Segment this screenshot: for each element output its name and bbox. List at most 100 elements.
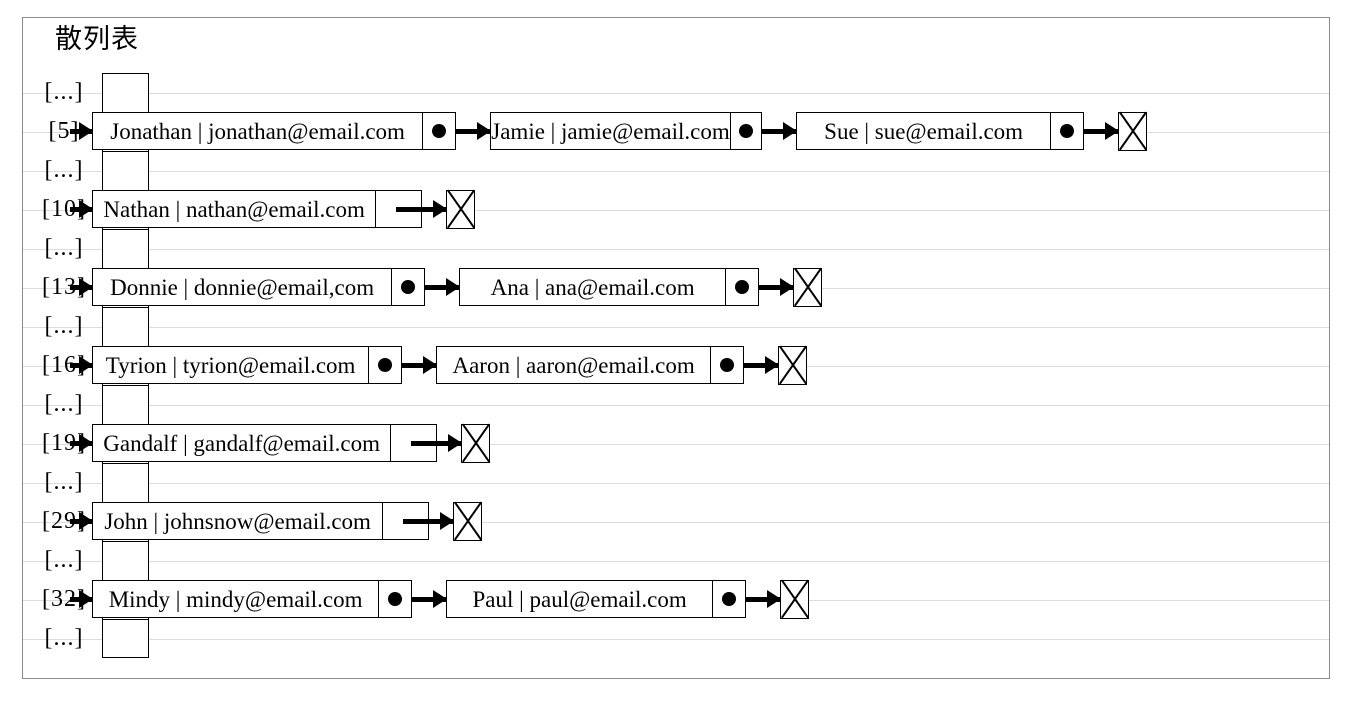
node-value: John | johnsnow@email.com: [104, 508, 371, 534]
arrow-icon: [403, 502, 454, 540]
node-next-pointer-cell: [382, 503, 428, 539]
arrow-icon: [70, 580, 93, 618]
arrow-icon: [456, 112, 491, 150]
arrow-icon: [744, 346, 779, 384]
arrow-icon: [746, 580, 781, 618]
arrow-icon: [70, 268, 93, 306]
arrow-icon: [70, 502, 93, 540]
bucket-slot-empty: [102, 463, 149, 502]
node-value: Gandalf | gandalf@email.com: [103, 430, 381, 456]
node-next-pointer-cell: [378, 581, 411, 617]
null-terminator-icon: [1118, 111, 1147, 151]
grid-line: [23, 639, 1329, 640]
bucket-slot-empty: [102, 73, 149, 112]
node-next-pointer-cell: [710, 347, 743, 383]
hash-table-diagram: 散列表 [...][5][...][10][...][13][...][16][…: [22, 17, 1330, 679]
grid-line: [23, 249, 1329, 250]
bucket-index-label: [...]: [44, 469, 84, 495]
node-next-pointer-cell: [730, 113, 761, 149]
bucket-slot-empty: [102, 619, 149, 658]
list-node: Ana | ana@email.com: [459, 268, 759, 306]
bucket-slot-empty: [102, 385, 149, 424]
pointer-dot-icon: [720, 358, 735, 372]
list-node: Jonathan | jonathan@email.com: [92, 112, 456, 150]
bucket-chain: Donnie | donnie@email,com Ana | ana@email…: [70, 267, 822, 307]
arrow-icon: [70, 346, 93, 384]
arrow-icon: [70, 190, 93, 228]
pointer-dot-icon: [1060, 124, 1075, 138]
arrow-icon: [396, 190, 447, 228]
node-next-pointer-cell: [1050, 113, 1083, 149]
node-next-pointer-cell: [368, 347, 401, 383]
list-node: Nathan | nathan@email.com: [92, 190, 422, 228]
grid-line: [23, 483, 1329, 484]
list-node: Gandalf | gandalf@email.com: [92, 424, 437, 462]
pointer-dot-icon: [388, 592, 403, 606]
null-terminator-icon: [778, 345, 807, 385]
bucket-chain: Mindy | mindy@email.com Paul | paul@email…: [70, 579, 809, 619]
list-node: John | johnsnow@email.com: [92, 502, 429, 540]
grid-line: [23, 405, 1329, 406]
node-next-pointer-cell: [422, 113, 455, 149]
pointer-dot-icon: [401, 280, 416, 294]
grid-line: [23, 327, 1329, 328]
node-value: Mindy | mindy@email.com: [108, 586, 363, 612]
list-node: Jamie | jamie@email.com: [490, 112, 762, 150]
null-terminator-icon: [446, 189, 475, 229]
bucket-slot-empty: [102, 151, 149, 190]
node-next-pointer-cell: [725, 269, 758, 305]
list-node: Mindy | mindy@email.com: [92, 580, 412, 618]
arrow-icon: [70, 112, 93, 150]
bucket-slot-empty: [102, 541, 149, 580]
node-value: Paul | paul@email.com: [472, 586, 687, 612]
grid-line: [23, 93, 1329, 94]
null-terminator-icon: [780, 579, 809, 619]
bucket-chain: Nathan | nathan@email.com: [70, 189, 475, 229]
bucket-index-label: [...]: [44, 79, 84, 105]
diagram-title: 散列表: [55, 24, 139, 55]
bucket-index-label: [...]: [44, 391, 84, 417]
node-next-pointer-cell: [390, 425, 436, 461]
grid-line: [23, 522, 1329, 523]
list-node: Sue | sue@email.com: [796, 112, 1084, 150]
node-next-pointer-cell: [375, 191, 421, 227]
list-node: Paul | paul@email.com: [446, 580, 746, 618]
bucket-chain: Tyrion | tyrion@email.com Aaron | aaron@e…: [70, 345, 807, 385]
list-node: Aaron | aaron@email.com: [436, 346, 744, 384]
arrow-icon: [762, 112, 797, 150]
node-next-pointer-cell: [712, 581, 745, 617]
arrow-icon: [412, 580, 447, 618]
node-next-pointer-cell: [391, 269, 424, 305]
node-value: Ana | ana@email.com: [490, 274, 695, 300]
bucket-index-label: [...]: [44, 547, 84, 573]
bucket-index-label: [...]: [44, 625, 84, 651]
pointer-dot-icon: [722, 592, 737, 606]
pointer-dot-icon: [432, 124, 447, 138]
grid-line: [23, 561, 1329, 562]
list-node: Donnie | donnie@email,com: [92, 268, 425, 306]
node-value: Aaron | aaron@email.com: [452, 352, 695, 378]
bucket-slot-empty: [102, 307, 149, 346]
node-value: Nathan | nathan@email.com: [103, 196, 365, 222]
node-value: Sue | sue@email.com: [824, 118, 1024, 144]
pointer-dot-icon: [378, 358, 393, 372]
arrow-icon: [425, 268, 460, 306]
arrow-icon: [411, 424, 462, 462]
grid-line: [23, 444, 1329, 445]
arrow-icon: [759, 268, 794, 306]
null-terminator-icon: [461, 423, 490, 463]
grid-line: [23, 210, 1329, 211]
pointer-dot-icon: [739, 124, 753, 138]
null-terminator-icon: [793, 267, 822, 307]
null-terminator-icon: [453, 501, 482, 541]
node-value: Jonathan | jonathan@email.com: [110, 118, 405, 144]
bucket-index-label: [...]: [44, 313, 84, 339]
bucket-index-label: [...]: [44, 235, 84, 261]
node-value: Jamie | jamie@email.com: [491, 118, 730, 144]
grid-line: [23, 171, 1329, 172]
arrow-icon: [1084, 112, 1119, 150]
node-value: Donnie | donnie@email,com: [110, 274, 375, 300]
bucket-index-label: [...]: [44, 157, 84, 183]
list-node: Tyrion | tyrion@email.com: [92, 346, 402, 384]
bucket-slot-empty: [102, 229, 149, 268]
